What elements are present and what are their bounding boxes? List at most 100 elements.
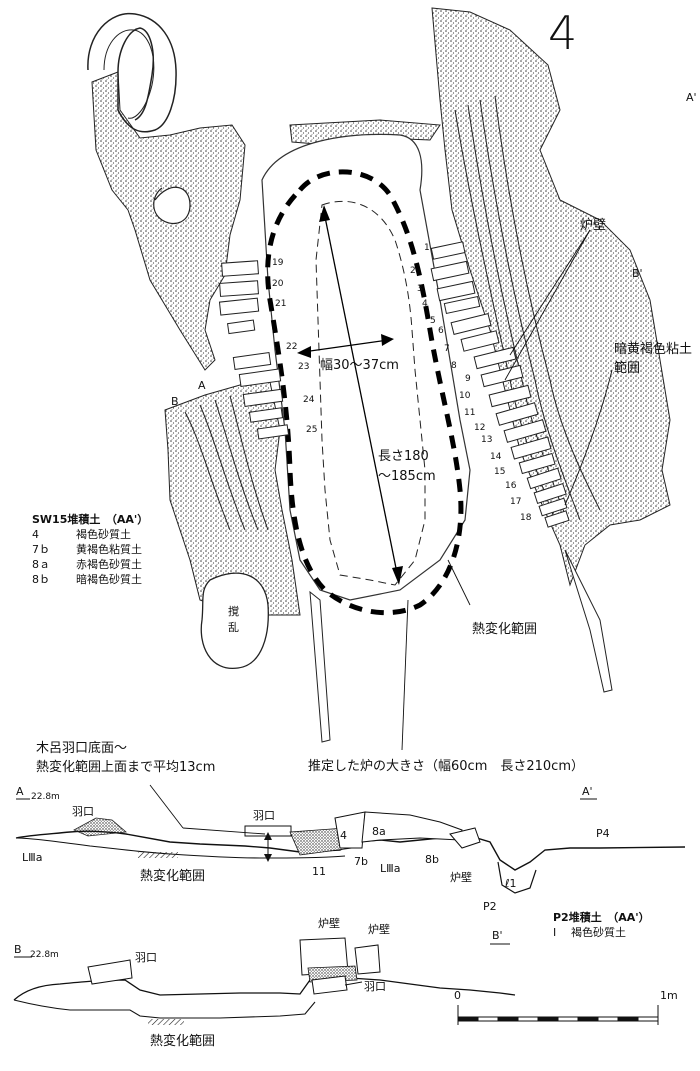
tuyere-number: 19 — [272, 258, 284, 268]
tuyere-number: 13 — [481, 435, 493, 445]
furnace-wall-label: 炉壁 — [580, 218, 607, 233]
width-label: 幅30～37cm — [320, 358, 399, 373]
tuyere-number: 24 — [303, 395, 315, 405]
tuyere-number: 15 — [494, 467, 506, 477]
tuyere-number: 9 — [465, 374, 471, 384]
section-aa — [15, 784, 686, 894]
tuyere-number: 23 — [298, 362, 310, 372]
tuyere-label: 羽口 — [253, 809, 275, 822]
point-b-prime: B' — [632, 267, 643, 280]
point-a: A — [198, 379, 206, 392]
layer-label: LⅢa — [380, 862, 401, 875]
disturbed-label-2: 乱 — [228, 621, 239, 634]
width-arrow — [302, 339, 389, 353]
tuyere-number: 12 — [474, 423, 486, 433]
left-tuyeres — [218, 260, 290, 440]
section-b-label: B — [14, 943, 22, 956]
section-a-prime-label: A' — [582, 785, 593, 798]
wall-label: 炉壁 — [450, 871, 472, 884]
tuyere-number: 20 — [272, 279, 284, 289]
inner-dashed-outline — [315, 200, 426, 586]
estimated-size-label: 推定した炉の大きさ（幅60cm 長さ210cm） — [308, 759, 584, 774]
leader-lines — [401, 229, 613, 751]
tuyere-number: 1 — [424, 243, 430, 253]
tuyere-number: 4 — [422, 299, 428, 309]
length-label-2: ～185cm — [378, 469, 436, 484]
tuyere-number: 7 — [444, 344, 450, 354]
tuyere-number: 8 — [451, 361, 457, 371]
p2-legend-title: P2堆積土 （AA'） — [553, 911, 650, 924]
clay-zone-right — [431, 7, 671, 587]
length-arrowhead-bottom — [392, 566, 403, 585]
heat-range-label: 熱変化範囲 — [150, 1034, 216, 1049]
tuyere-number: 21 — [275, 299, 287, 309]
tuyere-number: 25 — [306, 425, 318, 435]
estimated-furnace-outline — [265, 169, 464, 616]
section-note-2: 熱変化範囲上面まで平均13cm — [36, 760, 216, 775]
layer-label: 11 — [312, 865, 326, 878]
tuyere-number: 11 — [464, 408, 476, 418]
right-tail — [564, 549, 613, 693]
tuyere-label: 羽口 — [72, 805, 94, 818]
section-b-prime-label: B' — [492, 929, 503, 942]
tuyere-label: 羽口 — [364, 980, 386, 993]
layer-label: 8b — [425, 853, 439, 866]
sw15-legend-title: SW15堆積土 （AA'） — [32, 513, 149, 526]
p2-label: P2 — [483, 900, 497, 913]
pit-outline — [261, 133, 471, 601]
layer-label: 8a — [372, 825, 386, 838]
scale-one-meter: 1m — [660, 989, 678, 1002]
width-arrowhead-right — [381, 334, 394, 346]
tuyere-number: 2 — [410, 266, 416, 276]
tuyere-number: 22 — [286, 342, 298, 352]
disturbed-label-1: 撹 — [228, 605, 239, 618]
tuyere-number: 3 — [417, 284, 423, 294]
north-mark: 4 — [548, 6, 578, 60]
tuyere-number: 5 — [430, 316, 436, 326]
wall-label: 炉壁 — [368, 923, 390, 936]
channel-lines-right — [454, 95, 601, 521]
layer-label: ℓ1 — [505, 877, 517, 890]
point-b: B — [171, 395, 179, 408]
point-a-prime: A' — [686, 91, 697, 104]
section-bb — [13, 937, 516, 1025]
length-label-1: 長さ180 — [378, 449, 429, 464]
disturbed-pit — [200, 572, 269, 669]
section-note-1: 木呂羽口底面～ — [36, 741, 128, 756]
heat-range-label: 熱変化範囲 — [472, 622, 538, 637]
layer-label: 4 — [340, 829, 347, 842]
tuyere-curl — [153, 186, 191, 225]
section-b-elevation: 22.8m — [30, 950, 59, 960]
scale-zero: 0 — [454, 989, 461, 1002]
spike-feature — [309, 590, 331, 743]
width-arrowhead-left — [297, 346, 311, 358]
p4-label: P4 — [596, 827, 610, 840]
tuyere-number: 14 — [490, 452, 502, 462]
length-arrow — [323, 211, 399, 579]
section-a-elevation: 22.8m — [31, 792, 60, 802]
channel-lines-left — [184, 395, 269, 531]
tuyere-number: 6 — [438, 326, 444, 336]
tuyere-number: 17 — [510, 497, 522, 507]
heat-range-label: 熱変化範囲 — [140, 869, 206, 884]
right-tuyeres — [430, 241, 570, 528]
layer-label: LⅢa — [22, 851, 43, 864]
clay-range-label-1: 暗黄褐色粘土 — [614, 342, 693, 357]
section-a-label: A — [16, 785, 24, 798]
tuyere-hook-inner — [103, 29, 155, 119]
scale-bar — [457, 1005, 659, 1025]
clay-range-label-2: 範囲 — [614, 361, 641, 376]
tuyere-number: 18 — [520, 513, 532, 523]
layer-label: 7b — [354, 855, 368, 868]
tuyere-number: 10 — [459, 391, 471, 401]
tuyere-number: 16 — [505, 481, 517, 491]
